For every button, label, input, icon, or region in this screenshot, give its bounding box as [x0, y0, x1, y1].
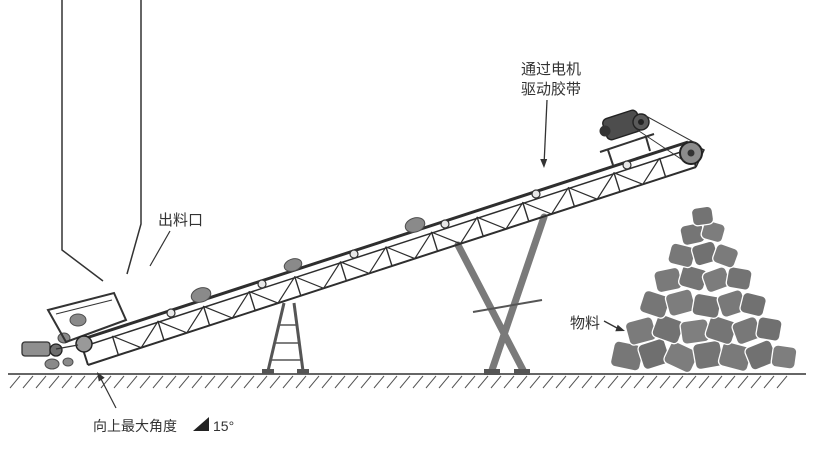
material-lump [62, 357, 74, 367]
roller-icon [166, 308, 176, 318]
support-foot-left [484, 369, 500, 375]
drive-belt-line [645, 115, 700, 146]
small-support-stand [262, 302, 309, 374]
motor-arrowhead-icon [540, 159, 548, 168]
roller-icon [349, 249, 359, 259]
rock [739, 291, 767, 318]
rock [691, 292, 722, 319]
chute-right-wall [126, 0, 142, 275]
feed-hopper [46, 291, 128, 344]
drive-belt-line [635, 128, 685, 162]
drive-motor [599, 109, 700, 166]
roller-icon [257, 279, 267, 289]
rock [755, 316, 783, 342]
head-pulley-axle [687, 149, 695, 157]
stand-leg-right [292, 302, 305, 372]
motor-base-plate [599, 133, 655, 153]
roller-icon [531, 189, 541, 199]
stand-foot-right [297, 369, 309, 374]
motor-label-line2: 驱动胶带 [521, 81, 581, 98]
outlet-leader-line [149, 230, 171, 267]
motor-arrow-line [543, 99, 548, 160]
material-pile [609, 205, 798, 374]
rock [700, 219, 726, 244]
stand-leg-left [266, 302, 286, 372]
stand-foot-left [262, 369, 274, 374]
rock [725, 266, 753, 291]
angle-label: 向上最大角度 [93, 418, 177, 434]
angle-triangle-icon [193, 417, 209, 431]
label-material: 物料 [570, 315, 625, 332]
outlet-label: 出料口 [158, 212, 203, 229]
truss-verticals [111, 157, 667, 356]
rock [770, 344, 798, 370]
angle-arrowhead-icon [97, 372, 105, 382]
label-motor: 通过电机 驱动胶带 [521, 61, 581, 168]
material-lump [44, 358, 60, 370]
rock [664, 288, 696, 317]
motor-label-line1: 通过电机 [521, 61, 581, 78]
rock [667, 242, 696, 269]
label-outlet: 出料口 [149, 212, 203, 267]
tail-drive [21, 335, 93, 357]
angle-value: 15° [213, 418, 234, 434]
angle-leader-line [99, 376, 117, 409]
material-lump [69, 313, 87, 327]
belt-material-lumps [44, 217, 426, 370]
head-assembly [679, 141, 705, 168]
support-foot-right [514, 369, 530, 375]
material-arrowhead-icon [615, 324, 625, 332]
hopper-inner-line [55, 299, 113, 315]
material-arrow-line [603, 320, 618, 329]
motor-post [607, 149, 614, 166]
material-lump [283, 258, 303, 272]
rock [712, 243, 739, 269]
support-leg-right [488, 213, 548, 374]
support-brace [472, 299, 543, 313]
motor-end-cap-icon [599, 125, 611, 137]
support-leg-left [454, 241, 527, 374]
material-lump [190, 287, 212, 303]
label-angle: 向上最大角度 15° [93, 372, 234, 434]
chute-left-wall [61, 0, 104, 282]
rock [692, 339, 724, 371]
tail-drive-link [55, 344, 79, 350]
motor-pulley-axle [638, 119, 644, 125]
tail-pulley-icon [75, 335, 93, 353]
conveyor-truss [79, 140, 697, 366]
discharge-chute [61, 0, 142, 282]
ground [8, 373, 806, 389]
roller-icon [622, 160, 632, 170]
rock [690, 205, 715, 227]
belt-rollers [166, 160, 632, 318]
motor-post [645, 136, 651, 152]
tail-motor-icon [21, 341, 51, 357]
material-lump [404, 217, 426, 233]
roller-icon [440, 219, 450, 229]
material-label: 物料 [570, 315, 600, 332]
tail-motor-end-icon [49, 343, 63, 357]
belt-top-line [79, 140, 689, 342]
rock [609, 340, 645, 372]
ground-hatch [9, 375, 788, 389]
main-support-legs [454, 213, 548, 375]
hopper-outline [46, 291, 128, 344]
